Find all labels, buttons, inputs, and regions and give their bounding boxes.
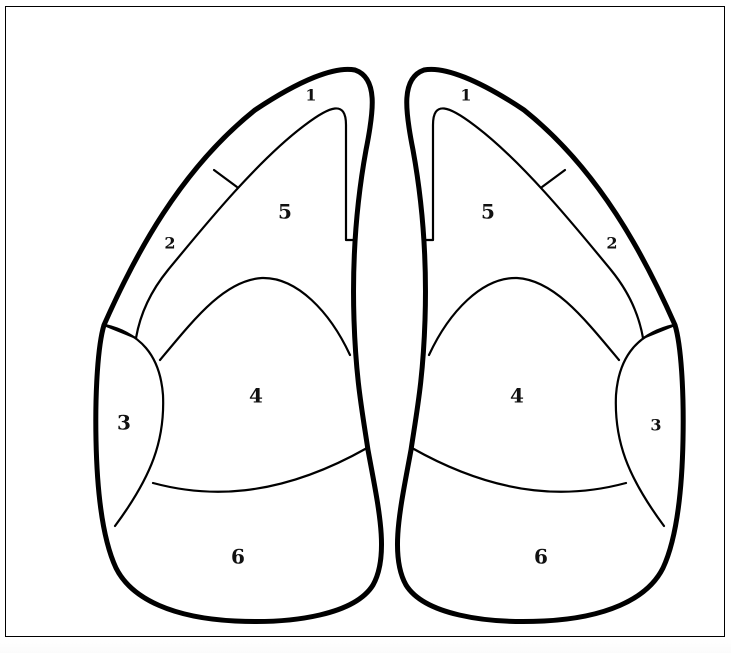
right-divider-4-6 bbox=[412, 448, 626, 492]
right-segment-label-6: 6 bbox=[534, 545, 548, 569]
left-segment-label-4: 4 bbox=[249, 384, 263, 408]
right-lobe-outline bbox=[397, 69, 683, 621]
left-segment-label-2: 2 bbox=[164, 234, 175, 253]
left-lobe-outline bbox=[96, 69, 382, 621]
right-segment-label-1: 1 bbox=[460, 86, 471, 105]
left-segment-label-6: 6 bbox=[231, 545, 245, 569]
left-divider-1-2 bbox=[214, 170, 237, 187]
left-segment-3-boundary bbox=[105, 325, 163, 526]
right-segment-label-4: 4 bbox=[510, 384, 524, 408]
left-segment-label-3: 3 bbox=[117, 411, 131, 435]
right-segment-3-boundary bbox=[616, 325, 674, 526]
left-segment-label-1: 1 bbox=[305, 86, 316, 105]
right-lobe bbox=[397, 69, 683, 621]
left-divider-4-6 bbox=[153, 448, 367, 492]
left-segment-4-top-boundary bbox=[160, 278, 350, 360]
left-segment-5-upper-boundary bbox=[136, 108, 354, 338]
right-segment-5-upper-boundary bbox=[425, 108, 643, 338]
left-segment-label-5: 5 bbox=[278, 200, 292, 224]
left-lobe bbox=[96, 69, 382, 621]
right-segment-label-3: 3 bbox=[650, 416, 661, 435]
right-divider-1-2 bbox=[542, 170, 565, 187]
right-segment-4-top-boundary bbox=[429, 278, 619, 360]
right-segment-label-2: 2 bbox=[606, 234, 617, 253]
right-segment-label-5: 5 bbox=[481, 200, 495, 224]
